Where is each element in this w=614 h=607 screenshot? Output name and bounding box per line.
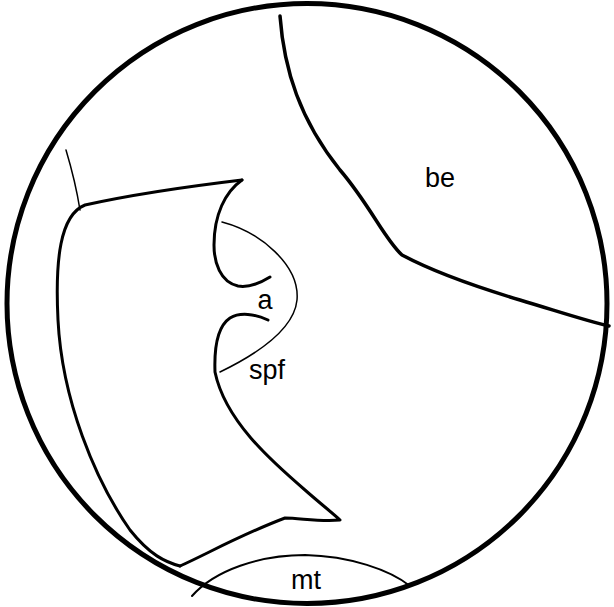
a-outline	[220, 222, 297, 372]
region-label: spf	[249, 357, 285, 384]
be-boundary	[280, 16, 609, 326]
region-label: be	[425, 165, 455, 192]
inner-wall-lower	[180, 314, 340, 566]
region-label: a	[257, 287, 272, 314]
thin-line	[66, 150, 80, 210]
region-label: mt	[291, 567, 321, 594]
view-circle	[7, 4, 607, 604]
inner-wall-upper	[214, 180, 270, 286]
